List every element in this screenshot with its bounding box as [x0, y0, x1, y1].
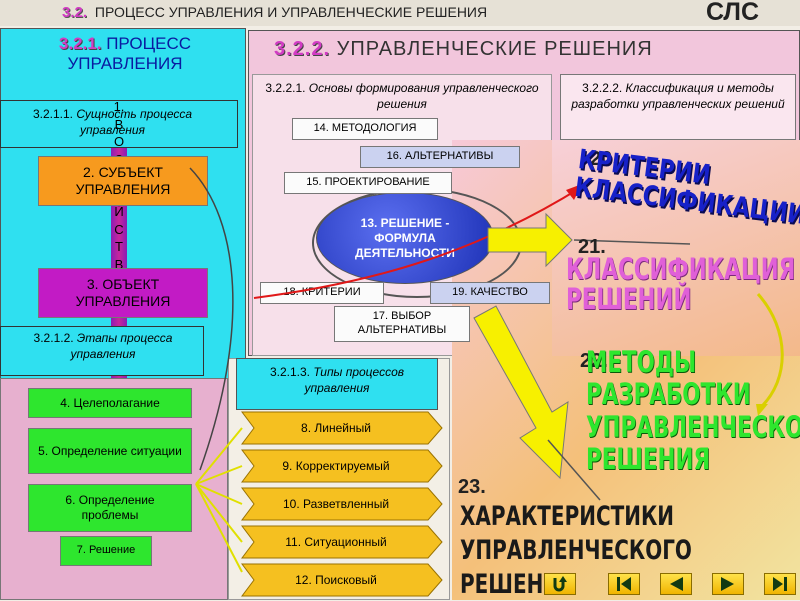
stage-item[interactable]: 4. Целеполагание	[28, 388, 192, 418]
basics-text: Основы формирования управленческого реше…	[308, 81, 539, 112]
prev-icon	[670, 577, 683, 591]
right-area-decisions	[552, 140, 800, 356]
basics-title: 3.2.2.1. Основы формирования управленчес…	[262, 80, 542, 112]
previous-slide-button[interactable]	[660, 573, 692, 595]
return-icon	[553, 576, 567, 592]
stages-number: 3.2.1.2.	[33, 331, 74, 345]
quality-box[interactable]: 19. КАЧЕСТВО	[430, 282, 550, 304]
type-arrow-shape	[241, 563, 443, 597]
interaction-column	[111, 148, 127, 380]
next-icon	[721, 577, 734, 591]
pointer-line-21	[573, 239, 691, 245]
stages-title: Этапы процесса управления	[70, 331, 173, 362]
return-button[interactable]	[544, 573, 576, 595]
essence-label: 3.2.1.1. Сущность процесса управления	[10, 106, 215, 138]
classif-text: Классификация и методы разработки управл…	[571, 81, 785, 112]
design-box[interactable]: 15. ПРОЕКТИРОВАНИЕ	[284, 172, 452, 194]
object-box[interactable]: 3. ОБЪЕКТ УПРАВЛЕНИЯ	[38, 268, 208, 318]
stages-box	[0, 326, 204, 376]
type-item[interactable]: 11. Ситуационный	[285, 534, 387, 549]
left-curve	[189, 167, 234, 471]
header-code: СЛС	[706, 0, 760, 26]
header-title-text: ПРОЦЕСС УПРАВЛЕНИЯ И УПРАВЛЕНЧЕСКИЕ РЕШЕ…	[94, 4, 488, 20]
criteria-box[interactable]: 18. КРИТЕРИИ	[260, 282, 384, 304]
left-heading: 3.2.1. ПРОЦЕСС УПРАВЛЕНИЯ	[20, 34, 230, 75]
decisions-heading-text: УПРАВЛЕНЧЕСКИЕ РЕШЕНИЯ	[336, 38, 653, 60]
types-title-text: Типы процессов управления	[304, 365, 405, 396]
interaction-letter: Й	[114, 204, 124, 219]
yellow-curve-head	[756, 404, 768, 416]
interaction-letter: О	[113, 134, 125, 149]
types-arrows-layer	[241, 411, 443, 597]
big-yellow-arrow-right	[487, 212, 573, 268]
stage-item[interactable]: 5. Определение ситуации	[28, 428, 192, 474]
types-title: 3.2.1.3. Типы процессов управления	[242, 364, 432, 396]
interaction-letter: 1.	[113, 99, 125, 114]
last-slide-button[interactable]	[764, 573, 796, 595]
decisions-heading-number: 3.2.2.	[274, 38, 331, 60]
item-20-number: 20.	[590, 148, 618, 170]
type-arrow-shape	[241, 487, 443, 521]
classif-box	[560, 74, 796, 140]
basics-number: 3.2.2.1.	[265, 81, 306, 95]
type-arrow-shape	[241, 525, 443, 559]
type-item[interactable]: 10. Разветвленный	[282, 496, 390, 511]
classif-title: 3.2.2.2. Классификация и методы разработ…	[568, 80, 788, 112]
type-arrow-shape	[241, 449, 443, 483]
left-heading-number: 3.2.1.	[58, 34, 102, 53]
alternatives-box[interactable]: 16. АЛЬТЕРНАТИВЫ	[360, 146, 520, 168]
left-heading-text: ПРОЦЕСС УПРАВЛЕНИЯ	[67, 34, 192, 74]
last-icon	[773, 577, 787, 591]
interaction-letter: Т	[115, 239, 123, 254]
stage-item[interactable]: 7. Решение	[60, 536, 152, 566]
types-title-box	[236, 358, 438, 410]
interaction-letter: В	[114, 256, 124, 272]
subject-box[interactable]: 2. СУБЪЕКТ УПРАВЛЕНИЯ	[38, 156, 208, 206]
item-22-number: 22.	[580, 350, 608, 372]
red-curve	[253, 187, 581, 299]
first-icon	[617, 577, 631, 591]
header-section-number: 3.2.	[62, 4, 88, 21]
type-arrow-shape	[241, 411, 443, 445]
item-21-text: КЛАССИФИКАЦИЯ РЕШЕНИЙ	[566, 252, 796, 317]
first-slide-button[interactable]	[608, 573, 640, 595]
choice-box[interactable]: 17. ВЫБОР АЛЬТЕРНАТИВЫ	[334, 306, 470, 342]
type-item[interactable]: 9. Корректируемый	[282, 458, 390, 473]
next-slide-button[interactable]	[712, 573, 744, 595]
header-title: 3.2. ПРОЦЕСС УПРАВЛЕНИЯ И УПРАВЛЕНЧЕСКИЕ…	[62, 4, 487, 21]
item-23-number: 23.	[458, 476, 486, 498]
big-yellow-arrow-down	[473, 305, 569, 480]
stages-label: 3.2.1.2. Этапы процесса управления	[8, 330, 198, 362]
decisions-heading: 3.2.2. УПРАВЛЕНЧЕСКИЕ РЕШЕНИЯ	[274, 38, 653, 61]
item-22-text: МЕТОДЫ РАЗРАБОТКИ УПРАВЛЕНЧЕСКОГО РЕШЕНИ…	[586, 345, 800, 477]
essence-box	[0, 100, 238, 148]
types-number: 3.2.1.3.	[269, 365, 310, 379]
connector-arrows	[195, 427, 243, 573]
stage-item[interactable]: 6. Определение проблемы	[28, 484, 192, 532]
pointer-line-23	[547, 439, 601, 501]
type-item[interactable]: 12. Поисковый	[295, 572, 377, 587]
essence-number: 3.2.1.1.	[32, 107, 73, 121]
red-arrowhead	[566, 184, 582, 200]
interaction-letter: С	[114, 221, 124, 237]
interaction-letter: В	[114, 116, 124, 132]
type-item[interactable]: 8. Линейный	[301, 420, 371, 435]
methodology-box[interactable]: 14. МЕТОДОЛОГИЯ	[292, 118, 438, 140]
header-bar	[0, 0, 800, 26]
essence-text: Сущность процесса управления	[76, 107, 193, 138]
yellow-curve-21-22	[756, 293, 784, 410]
classif-number: 3.2.2.2.	[582, 81, 623, 95]
item-21-number: 21.	[578, 236, 606, 258]
decision-ellipse[interactable]: 13. РЕШЕНИЕ - ФОРМУЛА ДЕЯТЕЛЬНОСТИ	[316, 192, 494, 284]
